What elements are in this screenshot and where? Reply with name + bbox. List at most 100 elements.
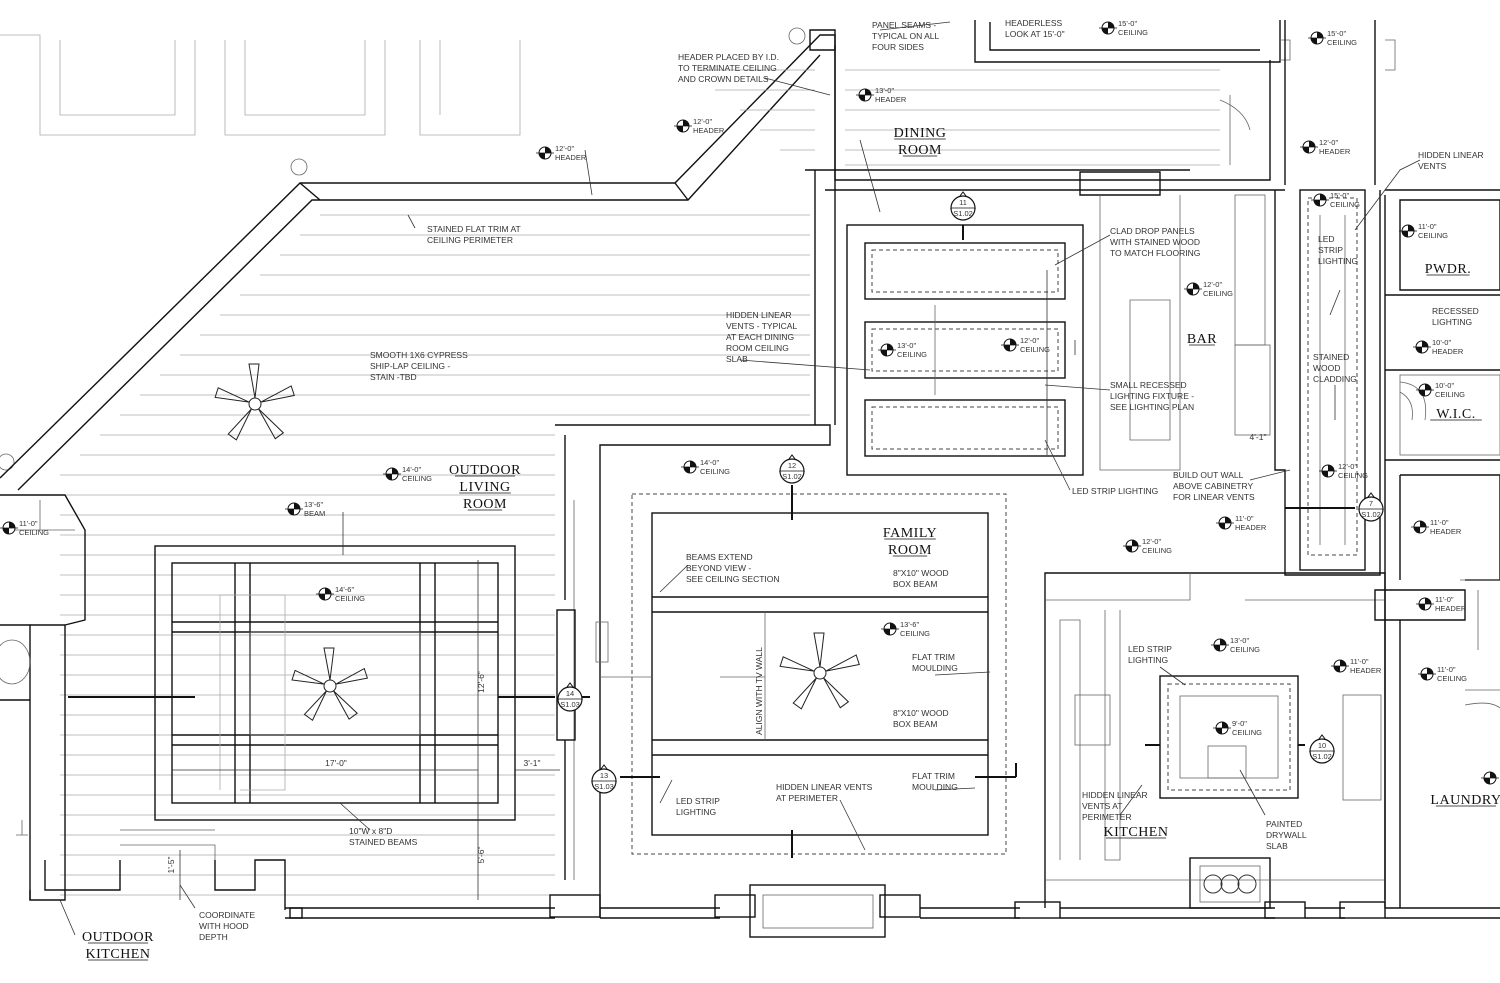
elevation-tag: 12'-0"CEILING	[1123, 537, 1172, 555]
elevation-text: CEILING	[897, 350, 927, 359]
room-label-line: LIVING	[459, 480, 510, 495]
note-line: STAINED BEAMS	[349, 837, 418, 847]
note-line: FLAT TRIM	[912, 771, 955, 781]
elevation-text: HEADER	[1235, 523, 1267, 532]
elevation-tag: 14'-6"CEILING	[316, 585, 365, 603]
elevation-text: HEADER	[693, 126, 725, 135]
elevation-text: CEILING	[900, 629, 930, 638]
elevation-tag: 15'-0"CEILING	[1311, 191, 1360, 209]
elevation-tag: 15'-0"CEILING	[1099, 19, 1148, 37]
elevation-text: 12'-0"	[555, 144, 574, 153]
note-line: STAINED	[1313, 352, 1349, 362]
note-line: STAIN -TBD	[370, 372, 417, 382]
room-label-bar: BAR	[1187, 332, 1217, 347]
elevation-text: HEADER	[1432, 347, 1464, 356]
elevation-tag: 12'-0"CEILING	[1184, 280, 1233, 298]
note-line: HIDDEN LINEAR	[1082, 790, 1148, 800]
note-line: CLAD DROP PANELS	[1110, 226, 1195, 236]
elevation-tag: 13'-6"CEILING	[881, 620, 930, 638]
dimension-label: 3'-1"	[524, 758, 541, 768]
elevation-text: 10'-0"	[1435, 381, 1454, 390]
elevation-text: 12'-0"	[1338, 462, 1357, 471]
elevation-tag: 10'-0"CEILING	[1416, 381, 1465, 399]
note-line: HIDDEN LINEAR VENTS	[776, 782, 873, 792]
elevation-tag: 13'-0"CEILING	[1211, 636, 1260, 654]
note-line: FOR LINEAR VENTS	[1173, 492, 1255, 502]
note-line: BUILD OUT WALL	[1173, 470, 1244, 480]
section-tags: 11S1.0212S1.0214S1.0313S1.037S1.0210S1.0…	[557, 191, 1384, 794]
elevation-text: HEADER	[1430, 527, 1462, 536]
room-label-line: KITCHEN	[1104, 825, 1169, 840]
dimension-label: 5'-6"	[476, 847, 486, 864]
elevation-text: 11'-0"	[1435, 595, 1454, 604]
section-number: 7	[1369, 499, 1373, 508]
elevation-text: CEILING	[1330, 200, 1360, 209]
elevation-text: CEILING	[1232, 728, 1262, 737]
elevation-tag: 15'-0"CEILING	[1308, 29, 1357, 47]
annotation-notes: HEADER PLACED BY I.D.TO TERMINATE CEILIN…	[199, 18, 1484, 942]
elevation-text: 12'-0"	[693, 117, 712, 126]
note-line: AT PERIMETER	[776, 793, 838, 803]
elevation-text: CEILING	[1437, 674, 1467, 683]
elevation-text: 14'-6"	[335, 585, 354, 594]
elevation-text: 11'-0"	[1430, 518, 1449, 527]
note-line: ABOVE CABINETRY	[1173, 481, 1253, 491]
section-number: 12	[788, 461, 796, 470]
section-sheet: S1.03	[560, 700, 580, 709]
ceiling-elevation-tags: 13'-0"HEADER12'-0"HEADER12'-0"HEADER15'-…	[0, 19, 1499, 785]
elevation-text: 14'-0"	[402, 465, 421, 474]
note-line: DEPTH	[199, 932, 228, 942]
note-line: SEE LIGHTING PLAN	[1110, 402, 1194, 412]
linework	[0, 20, 1500, 938]
note-line: PAINTED	[1266, 819, 1302, 829]
room-label-line: ROOM	[898, 143, 942, 158]
section-number: 14	[566, 689, 574, 698]
note-line: SMALL RECESSED	[1110, 380, 1187, 390]
note-header-id: HEADER PLACED BY I.D.TO TERMINATE CEILIN…	[678, 52, 779, 84]
leader-lines	[59, 21, 1421, 936]
note-line: 10"W x 8"D	[349, 826, 392, 836]
elevation-text: 13'-0"	[897, 341, 916, 350]
elevation-text: HEADER	[875, 95, 907, 104]
room-label-line: ROOM	[463, 497, 507, 512]
elevation-tag: 11'-0"HEADER	[1331, 657, 1382, 675]
elevation-text: CEILING	[1020, 345, 1050, 354]
elevation-tag: 14'-0"CEILING	[383, 465, 432, 483]
note-line: LIGHTING	[1318, 256, 1358, 266]
note-line: LIGHTING	[1128, 655, 1168, 665]
ceiling-fan-icon	[779, 632, 860, 710]
note-line: 8"X10" WOOD	[893, 708, 949, 718]
room-label-line: FAMILY	[883, 526, 937, 541]
room-label-line: PWDR.	[1425, 262, 1471, 277]
note-line: LIGHTING FIXTURE -	[1110, 391, 1194, 401]
note-line: LED STRIP	[1128, 644, 1172, 654]
note-line: WITH STAINED WOOD	[1110, 237, 1200, 247]
elevation-tag: 11'-0"CEILING	[1418, 665, 1467, 683]
note-line: BOX BEAM	[893, 579, 937, 589]
note-line: TO MATCH FLOORING	[1110, 248, 1200, 258]
note-line: VENTS AT	[1082, 801, 1122, 811]
note-line: FOUR SIDES	[872, 42, 924, 52]
elevation-text: 15'-0"	[1118, 19, 1137, 28]
elevation-text: 11'-0"	[1350, 657, 1369, 666]
elevation-tag: 13'-6"BEAM	[285, 500, 325, 518]
